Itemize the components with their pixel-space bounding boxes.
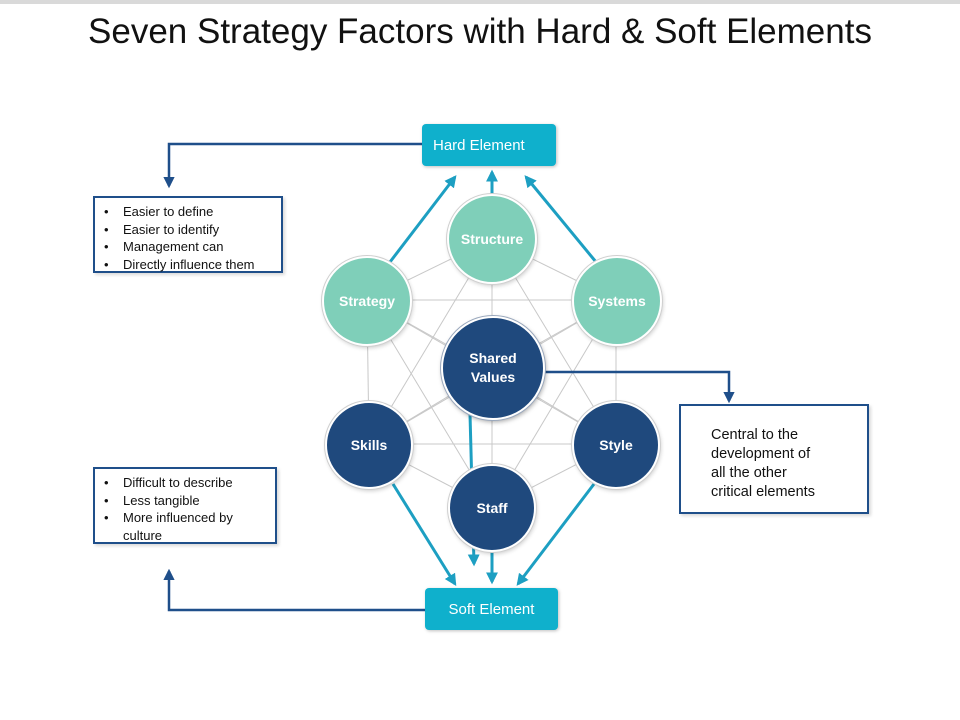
list-item-continuation: culture	[123, 527, 163, 543]
arrow-style-to-soft	[516, 483, 596, 586]
central-line-4: critical elements	[711, 484, 815, 500]
arrow-systems-to-hard	[524, 175, 598, 263]
connector-soft-to-box	[163, 568, 425, 612]
arrow-skills-to-soft	[391, 483, 457, 587]
hard-arrows	[388, 169, 598, 263]
soft-element-label: Soft Element	[425, 588, 558, 630]
list-item: Easier to identify	[95, 221, 281, 239]
soft-element-list: Difficult to describe Less tangible More…	[95, 474, 275, 544]
soft-element-description: Difficult to describe Less tangible More…	[93, 467, 277, 544]
central-line-2: development of	[711, 446, 811, 462]
shared-values-description: Central to the development of all the ot…	[679, 404, 869, 514]
node-structure: Structure	[447, 194, 537, 284]
connector-shared-to-central	[542, 370, 735, 404]
connector-hard-to-box	[163, 142, 422, 189]
hard-element-list: Easier to define Easier to identify Mana…	[95, 203, 281, 273]
list-item: Management can	[95, 238, 281, 256]
elbow-connectors	[163, 142, 735, 612]
node-systems-label: Systems	[588, 292, 646, 309]
central-line-1: Central to the	[711, 427, 799, 443]
node-shared-values-label: Shared Values	[469, 349, 516, 387]
node-staff-label: Staff	[476, 499, 508, 516]
hard-element-description: Easier to define Easier to identify Mana…	[93, 196, 283, 273]
node-style-label: Style	[599, 436, 633, 453]
list-item: Difficult to describe	[95, 474, 275, 492]
hard-element-label: Hard Element	[422, 124, 556, 166]
node-structure-label: Structure	[460, 230, 524, 247]
node-strategy: Strategy	[322, 256, 412, 346]
central-line-3: all the other	[711, 465, 787, 481]
top-rule	[0, 0, 960, 4]
node-skills-label: Skills	[350, 436, 388, 453]
shared-values-line-1: Shared	[469, 350, 517, 366]
node-staff: Staff	[448, 464, 536, 552]
list-item: More influenced by	[95, 509, 275, 527]
node-style: Style	[572, 401, 660, 489]
node-skills: Skills	[325, 401, 413, 489]
node-systems: Systems	[572, 256, 662, 346]
page-title: Seven Strategy Factors with Hard & Soft …	[88, 12, 872, 51]
list-item: Directly influence them	[95, 256, 281, 274]
list-item: Easier to define	[95, 203, 281, 221]
node-strategy-label: Strategy	[338, 292, 396, 309]
shared-values-line-2: Values	[470, 369, 516, 385]
arrow-strategy-to-hard	[388, 175, 457, 263]
list-item: Less tangible	[95, 492, 275, 510]
node-shared-values: Shared Values	[441, 316, 545, 420]
